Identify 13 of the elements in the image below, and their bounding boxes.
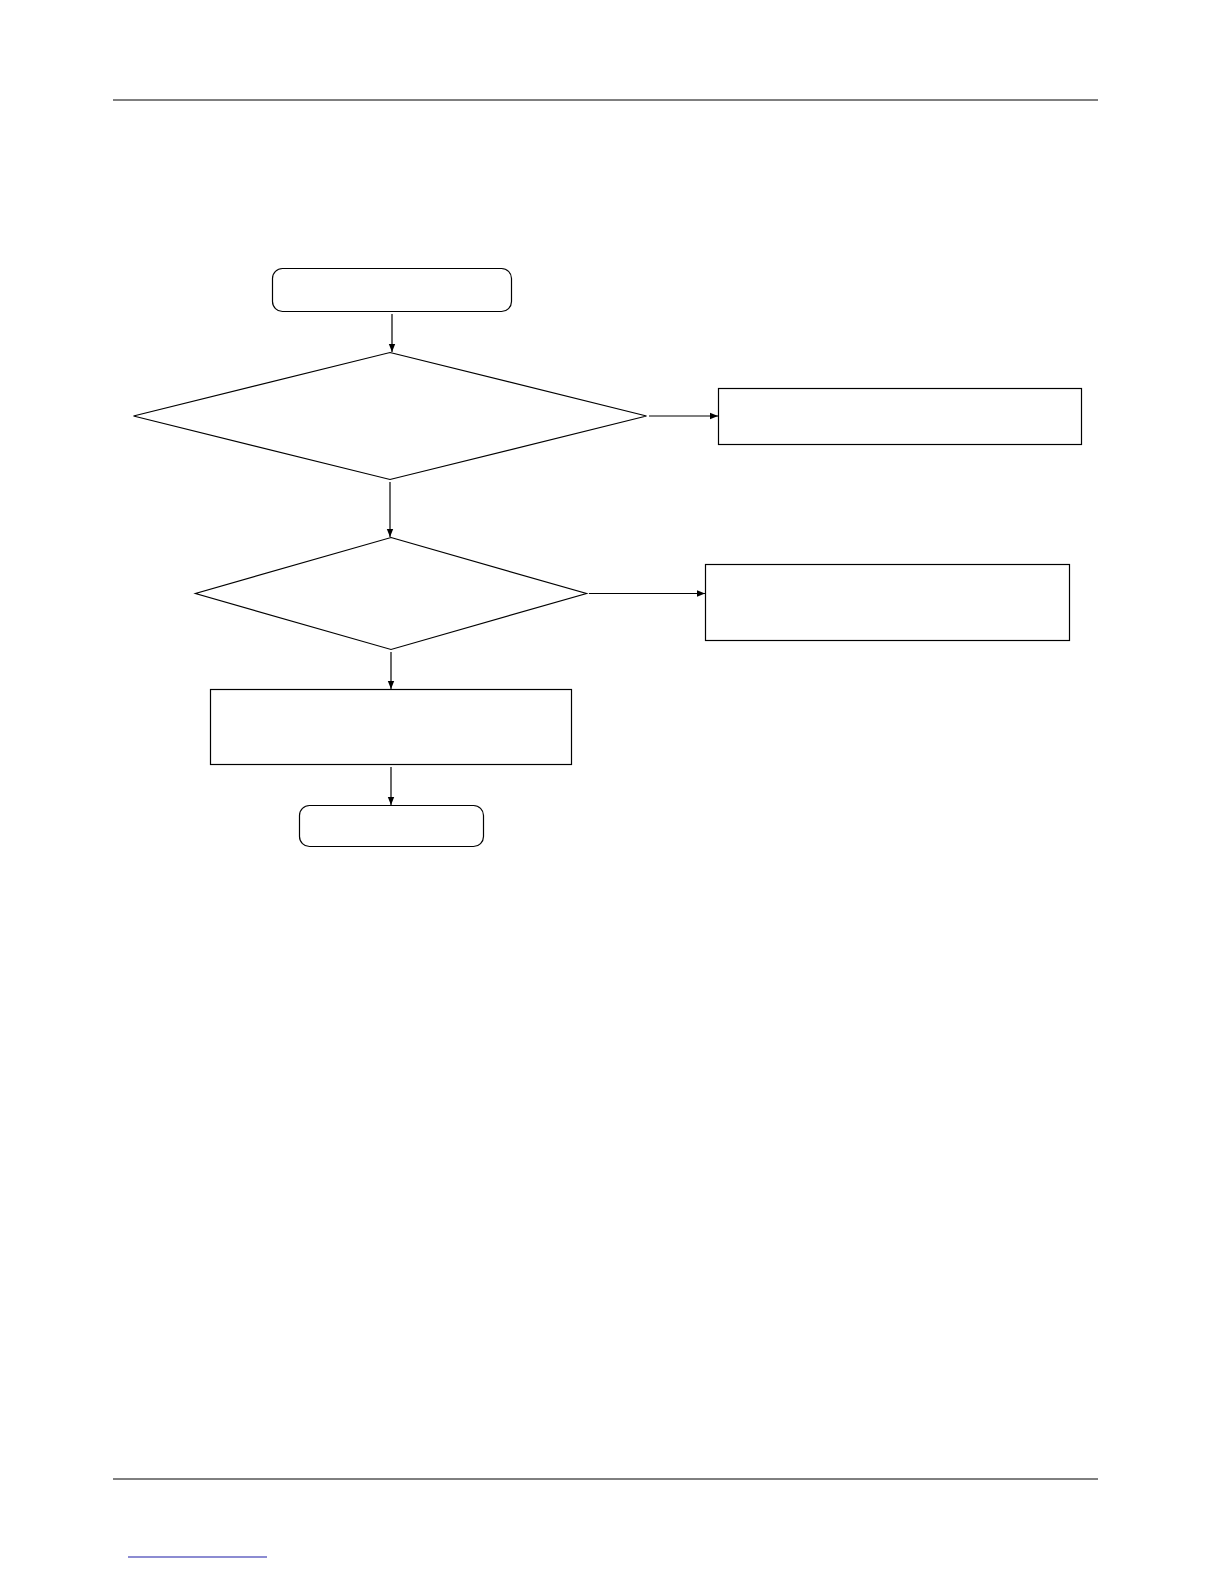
decision-diamond [133,352,647,480]
arrow [388,313,396,353]
arrow [648,412,719,420]
arrow [387,766,395,806]
process-box [718,388,1082,445]
terminal-box [299,805,484,847]
arrow [386,481,394,538]
arrow [588,590,706,597]
process-box [705,564,1070,641]
terminal-box [272,268,512,312]
arrow [387,651,395,690]
process-box [210,689,572,765]
decision-diamond [195,537,587,650]
